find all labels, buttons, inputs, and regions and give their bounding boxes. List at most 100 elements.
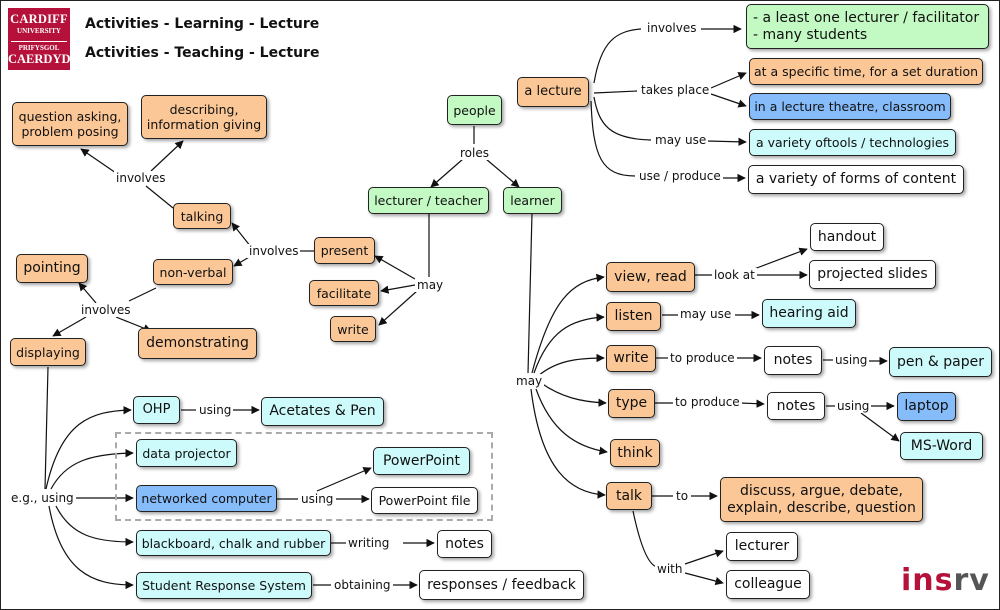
node-displaying[interactable]: displaying bbox=[10, 338, 86, 366]
insrv-logo: insrv bbox=[901, 563, 990, 598]
label-may-learner: may bbox=[514, 374, 545, 388]
node-hearing-aid[interactable]: hearing aid bbox=[762, 299, 856, 328]
node-discuss[interactable]: discuss, argue, debate, explain, describ… bbox=[720, 477, 923, 522]
node-demonstrating[interactable]: demonstrating bbox=[138, 328, 257, 359]
node-notes-type[interactable]: notes bbox=[767, 392, 825, 420]
node-ohp[interactable]: OHP bbox=[133, 396, 180, 424]
node-data-projector[interactable]: data projector bbox=[136, 439, 237, 467]
node-lecturer-teacher[interactable]: lecturer / teacher bbox=[368, 187, 489, 214]
node-talk[interactable]: talk bbox=[606, 482, 652, 510]
logo-line-4: CAERDYD bbox=[8, 52, 71, 66]
node-student-response-system[interactable]: Student Response System bbox=[136, 572, 312, 599]
edge-using-msword bbox=[860, 412, 900, 442]
node-talking[interactable]: talking bbox=[173, 203, 231, 229]
node-laptop[interactable]: laptop bbox=[897, 392, 956, 421]
node-projected-slides[interactable]: projected slides bbox=[809, 260, 936, 289]
label-using-ohp: using bbox=[197, 403, 234, 417]
edge-lookat-handout bbox=[753, 247, 808, 270]
node-acetates[interactable]: Acetates & Pen bbox=[261, 397, 384, 426]
label-writing: writing bbox=[346, 536, 392, 550]
node-networked-computer[interactable]: networked computer bbox=[136, 485, 277, 512]
label-involves-talking: involves bbox=[114, 171, 168, 185]
node-people[interactable]: people bbox=[447, 95, 502, 125]
node-powerpoint[interactable]: PowerPoint bbox=[373, 447, 470, 475]
node-powerpoint-file[interactable]: PowerPoint file bbox=[371, 487, 478, 514]
node-variety-tools[interactable]: a variety oftools / technologies bbox=[749, 129, 956, 156]
label-to: to bbox=[674, 489, 691, 503]
node-think[interactable]: think bbox=[610, 439, 660, 467]
edge-may-type bbox=[540, 382, 607, 407]
insrv-logo-b: rv bbox=[953, 563, 990, 598]
label-to-produce-write: to produce bbox=[668, 351, 737, 365]
node-listen[interactable]: listen bbox=[606, 302, 661, 331]
edge-involves-question bbox=[80, 148, 117, 174]
node-present[interactable]: present bbox=[314, 237, 375, 264]
node-notes-board[interactable]: notes bbox=[437, 530, 492, 558]
label-roles: roles bbox=[458, 146, 491, 160]
edge-involves-describing bbox=[150, 140, 184, 172]
node-pointing[interactable]: pointing bbox=[16, 254, 88, 283]
label-using-notes: using bbox=[833, 353, 870, 367]
edge-roles-teacher bbox=[430, 158, 464, 188]
node-facilitate[interactable]: facilitate bbox=[309, 280, 379, 306]
node-view-read[interactable]: view, read bbox=[606, 262, 695, 292]
node-responses-feedback[interactable]: responses / feedback bbox=[419, 570, 584, 600]
label-involves-lecture: involves bbox=[645, 21, 699, 35]
node-type[interactable]: type bbox=[608, 389, 655, 418]
node-lecturer[interactable]: lecturer bbox=[726, 532, 798, 561]
node-lecturer-students[interactable]: - a least one lecturer / facilitator - m… bbox=[746, 4, 989, 49]
node-colleague[interactable]: colleague bbox=[726, 570, 810, 599]
label-involves-present: involves bbox=[247, 244, 301, 258]
logo-line-2: UNIVERSITY bbox=[17, 27, 61, 35]
edge-involves-displaying bbox=[52, 316, 87, 337]
node-specific-time[interactable]: at a specific time, for a set duration bbox=[749, 58, 983, 85]
edge-toproduce-notes2 bbox=[739, 399, 765, 408]
label-may-use-listen: may use bbox=[678, 307, 734, 321]
node-lecture-theatre[interactable]: in a lecture theatre, classroom bbox=[749, 93, 951, 120]
label-eg-using: e.g., using bbox=[9, 491, 76, 505]
edge-talk-with bbox=[632, 510, 658, 568]
edge-lecture-takesplace bbox=[593, 90, 638, 94]
node-non-verbal[interactable]: non-verbal bbox=[153, 259, 233, 285]
node-blackboard[interactable]: blackboard, chalk and rubber bbox=[136, 530, 331, 556]
node-handout[interactable]: handout bbox=[810, 223, 884, 251]
edge-may-talk bbox=[530, 388, 606, 499]
edge-involves-pointing bbox=[78, 282, 97, 304]
edge-takesplace-time bbox=[710, 72, 747, 89]
node-ms-word[interactable]: MS-Word bbox=[900, 432, 983, 460]
insrv-logo-a: ins bbox=[901, 563, 954, 598]
edge-may-facilitate bbox=[380, 284, 416, 294]
cardiff-university-logo: CARDIFF UNIVERSITY PRIFYSGOL CAERDYD bbox=[8, 8, 71, 70]
edge-learner-may bbox=[527, 212, 533, 374]
label-may-teacher: may bbox=[415, 278, 446, 292]
node-write-teacher[interactable]: write bbox=[330, 316, 376, 342]
logo-line-1: CARDIFF bbox=[10, 12, 68, 26]
edge-roles-learner bbox=[485, 158, 520, 188]
label-using-computer: using bbox=[299, 492, 336, 506]
logo-line-3: PRIFYSGOL bbox=[11, 41, 67, 52]
edge-eg-projector bbox=[50, 448, 134, 490]
label-use-produce: use / produce bbox=[637, 169, 723, 183]
edge-may-write bbox=[537, 353, 605, 377]
edge-with-colleague bbox=[684, 572, 724, 586]
label-involves-nonverbal: involves bbox=[79, 303, 133, 317]
label-to-produce-type: to produce bbox=[673, 395, 742, 409]
edge-may-present bbox=[374, 255, 416, 280]
edge-takesplace-theatre bbox=[710, 93, 747, 108]
label-using-type: using bbox=[835, 399, 872, 413]
node-notes-write[interactable]: notes bbox=[764, 346, 822, 375]
node-a-lecture[interactable]: a lecture bbox=[517, 77, 589, 107]
edge-may-think bbox=[535, 388, 608, 455]
node-describing[interactable]: describing, information giving bbox=[141, 95, 267, 139]
node-variety-content[interactable]: a variety of forms of content bbox=[748, 165, 964, 194]
edge-may-write bbox=[378, 290, 418, 326]
edge-mayuse-tools bbox=[706, 137, 747, 147]
node-write-learner[interactable]: write bbox=[606, 345, 656, 372]
edge-eg-blackboard bbox=[55, 505, 134, 547]
node-learner[interactable]: learner bbox=[503, 187, 562, 214]
edge-displaying-eg bbox=[44, 366, 49, 490]
node-pen-paper[interactable]: pen & paper bbox=[889, 347, 992, 377]
node-question-asking[interactable]: question asking, problem posing bbox=[12, 102, 128, 146]
edge-eg-srs bbox=[48, 505, 134, 590]
